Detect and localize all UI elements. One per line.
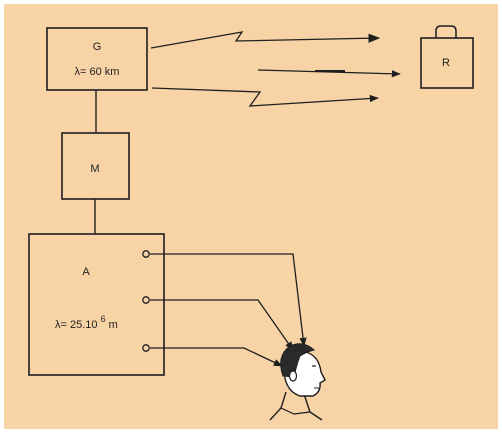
generator-box: G λ= 60 km	[46, 27, 148, 91]
ring-terminal-icon	[142, 296, 150, 304]
receiver-name: R	[442, 57, 450, 69]
wire-top	[150, 253, 307, 347]
amplifier-box: A λ= 25.10 6 m	[28, 233, 165, 376]
modulator-name: M	[90, 163, 99, 175]
human-head-icon	[269, 343, 326, 421]
amplifier-outlets	[142, 250, 150, 352]
ring-terminal-icon	[142, 250, 150, 258]
amplifier-wavelength-prefix: λ= 25.10	[55, 319, 98, 331]
receiver-box-icon	[420, 37, 474, 89]
amplifier-name: A	[82, 266, 90, 278]
amplifier-wavelength-unit: m	[109, 319, 118, 331]
arrow-upper	[150, 31, 381, 49]
generator-wavelength: λ= 60 km	[75, 66, 120, 78]
transmission-arrows	[150, 31, 401, 107]
wire-middle	[150, 299, 294, 351]
receiver-box: R	[420, 25, 474, 89]
arrow-lower	[151, 87, 379, 107]
amplifier-wavelength: λ= 25.10 6 m	[55, 313, 118, 331]
amplifier-wavelength-exponent: 6	[101, 314, 106, 324]
diagram-background	[4, 4, 498, 429]
wire-bottom	[150, 347, 283, 367]
modulator-box: M	[61, 132, 130, 200]
receiver-handle	[435, 25, 457, 38]
generator-name: G	[93, 41, 102, 53]
outlet-wires	[150, 253, 307, 367]
ring-terminal-icon	[142, 344, 150, 352]
